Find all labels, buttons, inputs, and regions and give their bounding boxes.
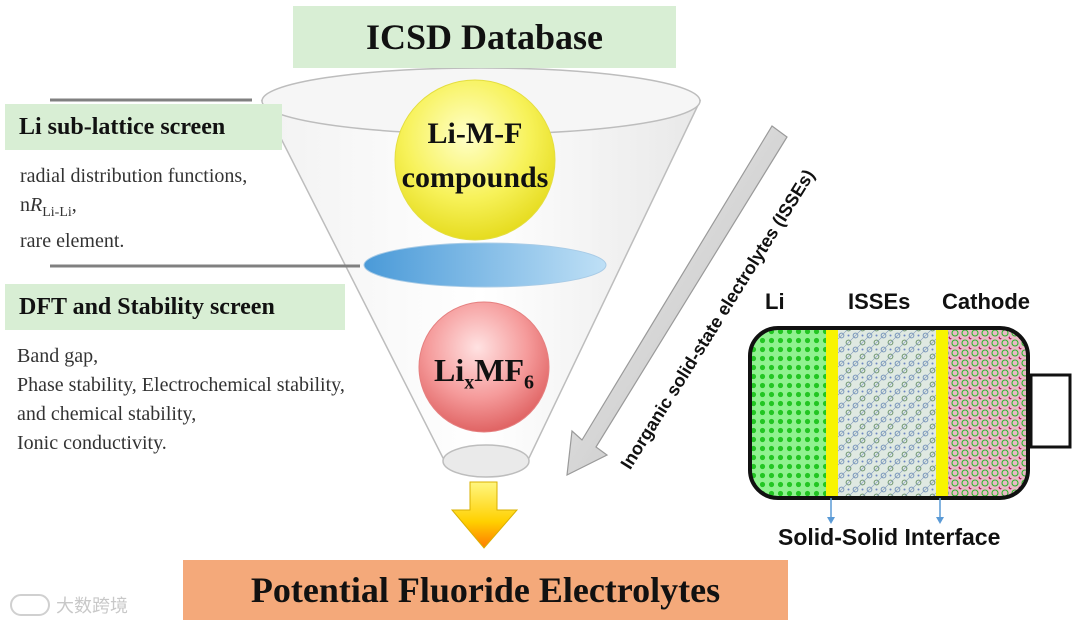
watermark-logo-icon xyxy=(10,594,50,616)
battery-label-li: Li xyxy=(765,289,785,314)
screen1-line-rdf: radial distribution functions, xyxy=(20,165,248,187)
bottom-title: Potential Fluoride Electrolytes xyxy=(183,560,788,620)
battery-terminal xyxy=(1029,373,1072,449)
blue-disc xyxy=(363,242,607,288)
screen1-label: Li sub-lattice screen xyxy=(5,104,282,150)
ball1-line2: compounds xyxy=(401,161,549,194)
screen2-label: DFT and Stability screen xyxy=(5,284,345,330)
diagonal-arrow xyxy=(566,125,788,477)
battery-outline xyxy=(748,326,1030,500)
watermark: 大数跨境 xyxy=(10,592,128,618)
screen2-line-2: Phase stability, Electrochemical stabili… xyxy=(17,374,345,396)
screen2-line-1: Band gap, xyxy=(17,345,99,367)
battery-label-isses: ISSEs xyxy=(848,289,911,314)
nr-sub: Li-Li xyxy=(42,205,72,220)
battery-graphic xyxy=(748,326,1072,524)
red-ball xyxy=(418,301,550,433)
ball2-label: LixMF6 xyxy=(409,350,559,402)
ball1-line1: Li-M-F xyxy=(427,117,523,150)
watermark-text: 大数跨境 xyxy=(56,596,128,617)
nr-var: R xyxy=(30,194,43,216)
screen1-line-rare: rare element. xyxy=(20,230,125,252)
ball2-x: x xyxy=(464,371,475,394)
screen1-line-nr: nRLi-Li, xyxy=(20,191,247,227)
ball2-li: Li xyxy=(434,352,465,388)
battery-label-cathode: Cathode xyxy=(942,289,1030,314)
ball2-mf: MF xyxy=(474,352,524,388)
interface-label: Solid-Solid Interface xyxy=(778,524,1001,550)
screen2-line-4: Ionic conductivity. xyxy=(17,432,167,454)
ball1-label: Li-M-F compounds xyxy=(375,112,575,200)
screen1-description: radial distribution functions, nRLi-Li, … xyxy=(20,162,247,256)
top-title: ICSD Database xyxy=(293,6,676,68)
ball2-6: 6 xyxy=(523,371,534,394)
screen2-line-3: and chemical stability, xyxy=(17,403,197,425)
screen2-description: Band gap, Phase stability, Electrochemic… xyxy=(17,342,345,458)
nr-prefix: n xyxy=(20,194,30,216)
down-arrow xyxy=(450,481,519,549)
nr-suffix: , xyxy=(71,194,77,216)
yellow-ball xyxy=(394,79,556,241)
